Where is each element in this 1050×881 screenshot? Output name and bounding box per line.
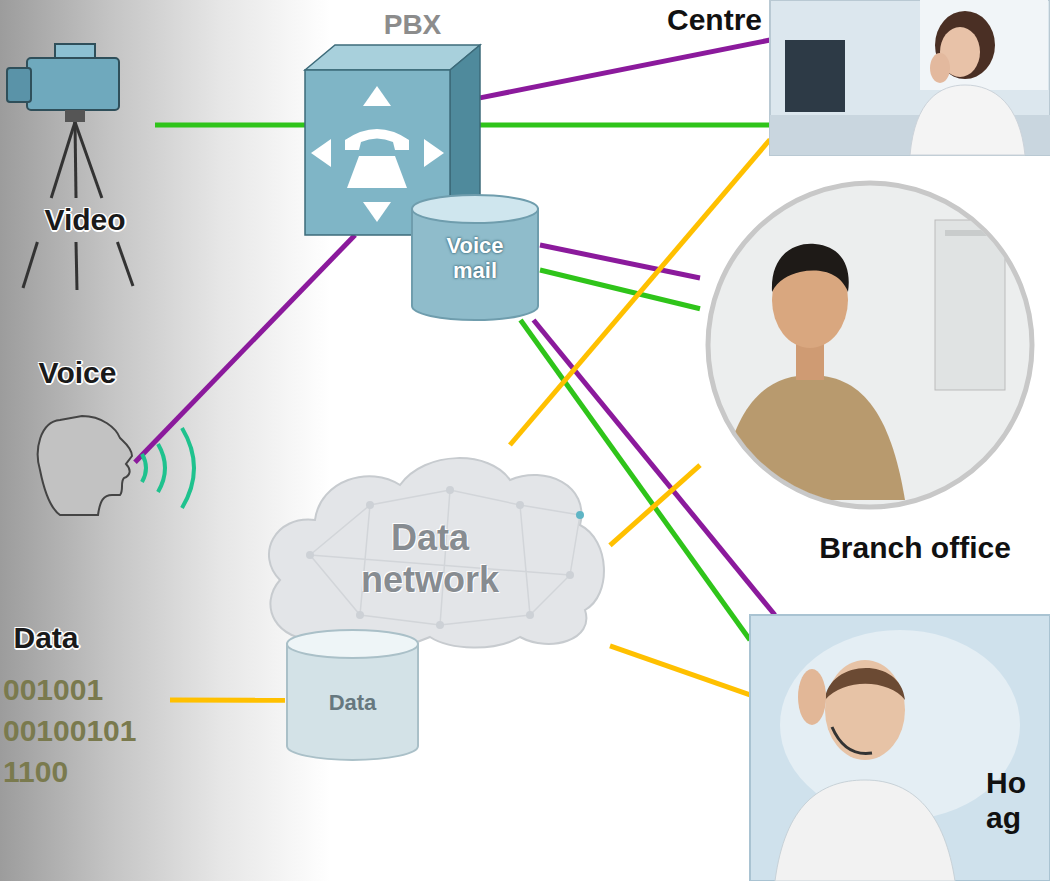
agent-photo: Centre: [770, 0, 1050, 155]
link-line: [540, 270, 700, 309]
voice-source: Voice: [20, 350, 135, 520]
link-line: [170, 698, 285, 703]
node-label: Branch office: [780, 530, 1050, 565]
voice-mail-store: Voice mail: [410, 195, 540, 320]
link-line: [135, 235, 355, 462]
branch-office-photo-art: [700, 180, 1040, 510]
data-source: Data 001001 00100101 1100: [0, 615, 170, 790]
node-body-text: 1100: [3, 754, 168, 789]
node-label: Voice: [20, 355, 135, 390]
node-label: Video: [15, 202, 155, 237]
home-agent-photo-art: [750, 615, 1050, 881]
data-store: Data: [285, 630, 420, 760]
video-camera: Video: [5, 30, 155, 290]
node-label: Data network: [335, 517, 525, 601]
home-agent-photo: Ho ag: [750, 615, 1050, 881]
data-network-cloud: Data network: [250, 445, 610, 650]
node-label: Data: [295, 690, 410, 715]
branch-office-photo: Branch office: [700, 180, 1040, 510]
agent-photo-art: [770, 0, 1050, 155]
video-camera-art: [5, 30, 155, 290]
node-label: Ho ag: [986, 765, 1026, 835]
link-line: [480, 122, 770, 127]
node-body-text: 00100101: [3, 713, 168, 748]
link-line: [155, 122, 305, 127]
node-label: Centre: [630, 2, 762, 37]
link-line: [480, 40, 770, 98]
link-line: [610, 465, 700, 545]
node-body-text: 001001: [3, 672, 168, 707]
node-label: Voice mail: [432, 233, 518, 283]
link-line: [610, 646, 750, 695]
node-label: PBX: [345, 8, 480, 42]
node-label: Data: [0, 620, 92, 655]
